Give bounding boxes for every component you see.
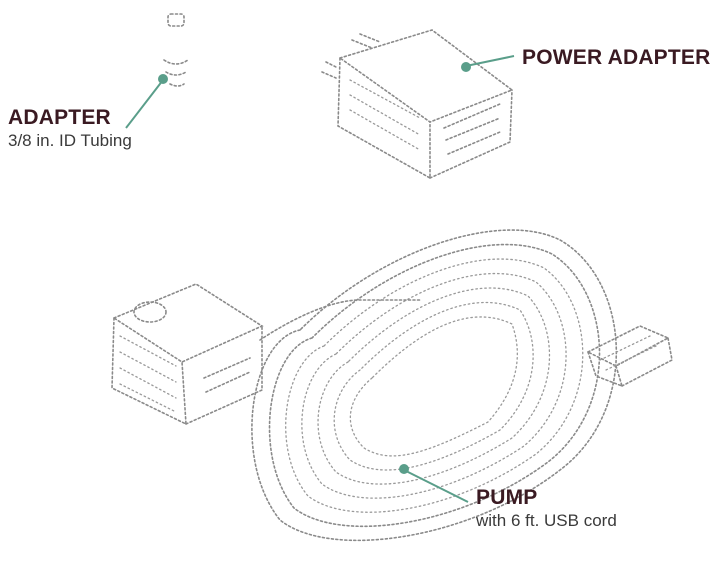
- adapter-label: ADAPTER 3/8 in. ID Tubing: [8, 106, 132, 152]
- tubing-adapter-illustration: [163, 13, 189, 87]
- power-adapter-leader: [461, 55, 515, 72]
- pump-label: PUMP with 6 ft. USB cord: [476, 486, 617, 532]
- adapter-detail: 3/8 in. ID Tubing: [8, 131, 132, 150]
- power-adapter-name: POWER ADAPTER: [522, 46, 711, 69]
- power-adapter-illustration: [321, 29, 514, 180]
- pump-leader: [399, 464, 469, 503]
- pump-detail: with 6 ft. USB cord: [476, 511, 617, 530]
- adapter-name: ADAPTER: [8, 106, 111, 129]
- pump-name: PUMP: [476, 486, 538, 509]
- pump-illustration: [111, 283, 264, 426]
- adapter-leader: [125, 74, 168, 129]
- power-adapter-label: POWER ADAPTER: [522, 46, 711, 70]
- usb-cord-illustration: [251, 229, 673, 542]
